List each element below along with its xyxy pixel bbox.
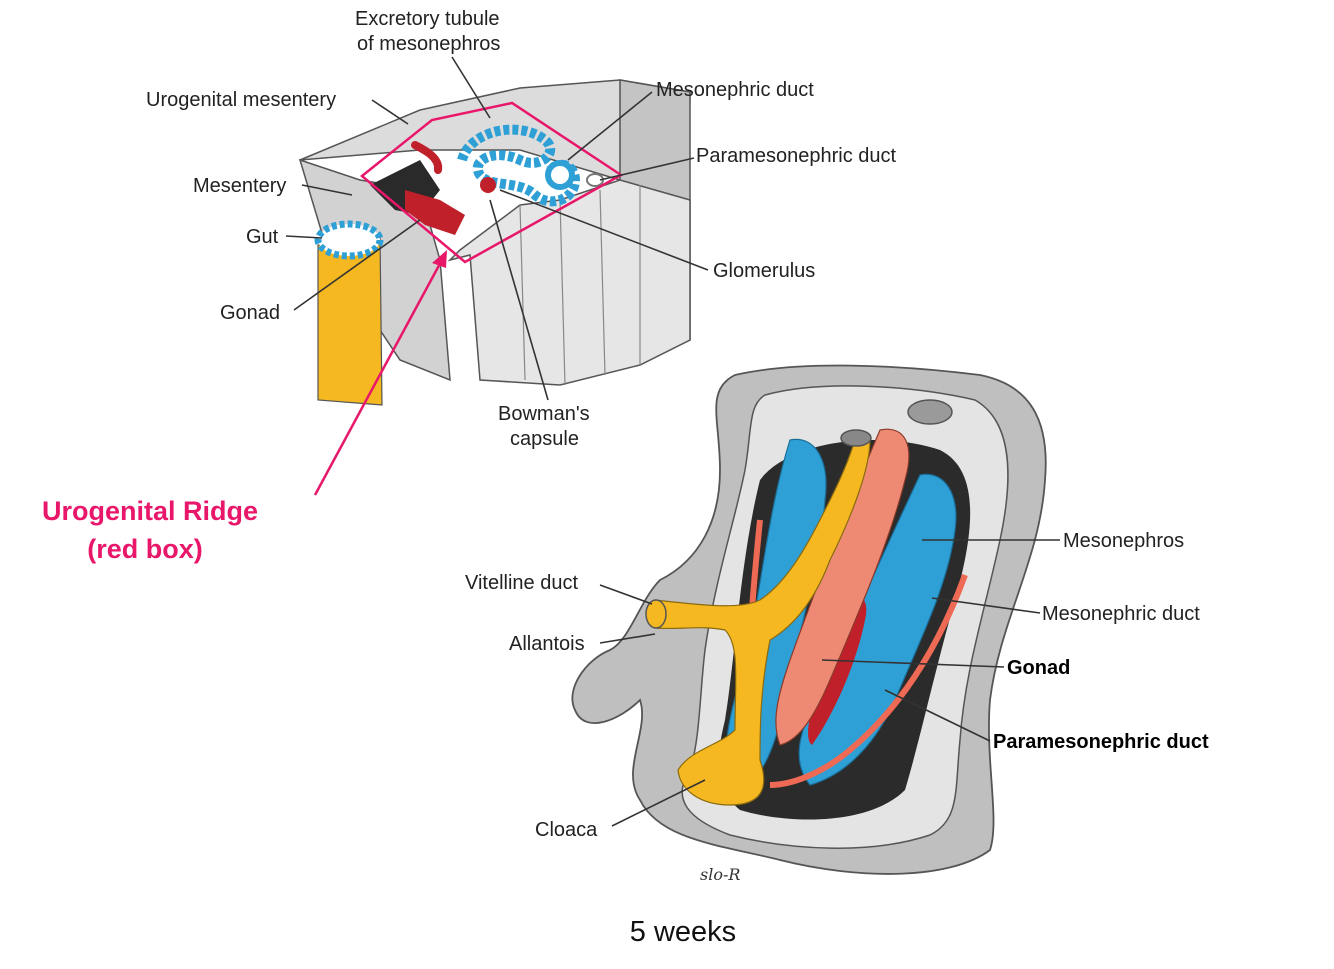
label-allantois: Allantois <box>509 633 585 655</box>
label-mesonephric-duct-bottom: Mesonephric duct <box>1042 603 1200 625</box>
label-mesonephric-duct-top: Mesonephric duct <box>656 79 814 101</box>
yellow-ducts <box>654 439 871 806</box>
top-gonad <box>405 190 465 235</box>
top-block-front <box>447 179 691 386</box>
top-opening <box>840 429 872 447</box>
label-excretory-tubule: Excretory tubule <box>355 8 500 30</box>
cross-section-figure <box>298 79 691 406</box>
label-mesonephros: Mesonephros <box>1063 530 1184 552</box>
label-gonad-top: Gonad <box>220 302 280 324</box>
callout-arrow-head <box>432 250 447 268</box>
label-cloaca: Cloaca <box>535 819 598 841</box>
label-bowmans-capsule: Bowman's <box>498 403 590 425</box>
gut-tube <box>317 234 383 406</box>
label-gonad-bottom: Gonad <box>1007 657 1070 679</box>
allantois-opening <box>645 599 667 629</box>
gut-lumen <box>314 220 384 260</box>
red-vessel <box>411 141 443 174</box>
artist-signature: slo-R <box>700 865 740 884</box>
label-paramesonephric-duct-bottom: Paramesonephric duct <box>993 731 1209 753</box>
body-opening <box>907 399 953 425</box>
label-paramesonephric-duct-top: Paramesonephric duct <box>696 145 897 167</box>
figure-caption: 5 weeks <box>630 916 736 948</box>
label-mesentery: Mesentery <box>193 175 286 197</box>
urogenital-ridge-box <box>360 101 624 264</box>
label-gut: Gut <box>246 226 279 248</box>
top-mesonephric-duct <box>545 160 575 190</box>
callout-title: Urogenital Ridge <box>42 496 258 526</box>
paramesonephric-duct-line <box>769 573 968 788</box>
callout-subtitle: (red box) <box>87 534 203 564</box>
excretory-tubule-coil <box>457 124 581 207</box>
top-leaders <box>285 56 709 401</box>
label-excretory-tubule-2: of mesonephros <box>357 33 500 55</box>
callout-arrow-line <box>313 257 445 496</box>
glomerulus-blob <box>480 177 496 193</box>
bottom-gonad <box>808 596 867 745</box>
label-bowmans-capsule-2: capsule <box>510 428 579 450</box>
label-glomerulus: Glomerulus <box>713 260 815 282</box>
label-vitelline-duct: Vitelline duct <box>465 572 578 594</box>
label-urogenital-mesentery: Urogenital mesentery <box>146 89 336 111</box>
embryo-figure <box>571 364 1047 875</box>
bottom-leaders <box>599 539 1060 827</box>
